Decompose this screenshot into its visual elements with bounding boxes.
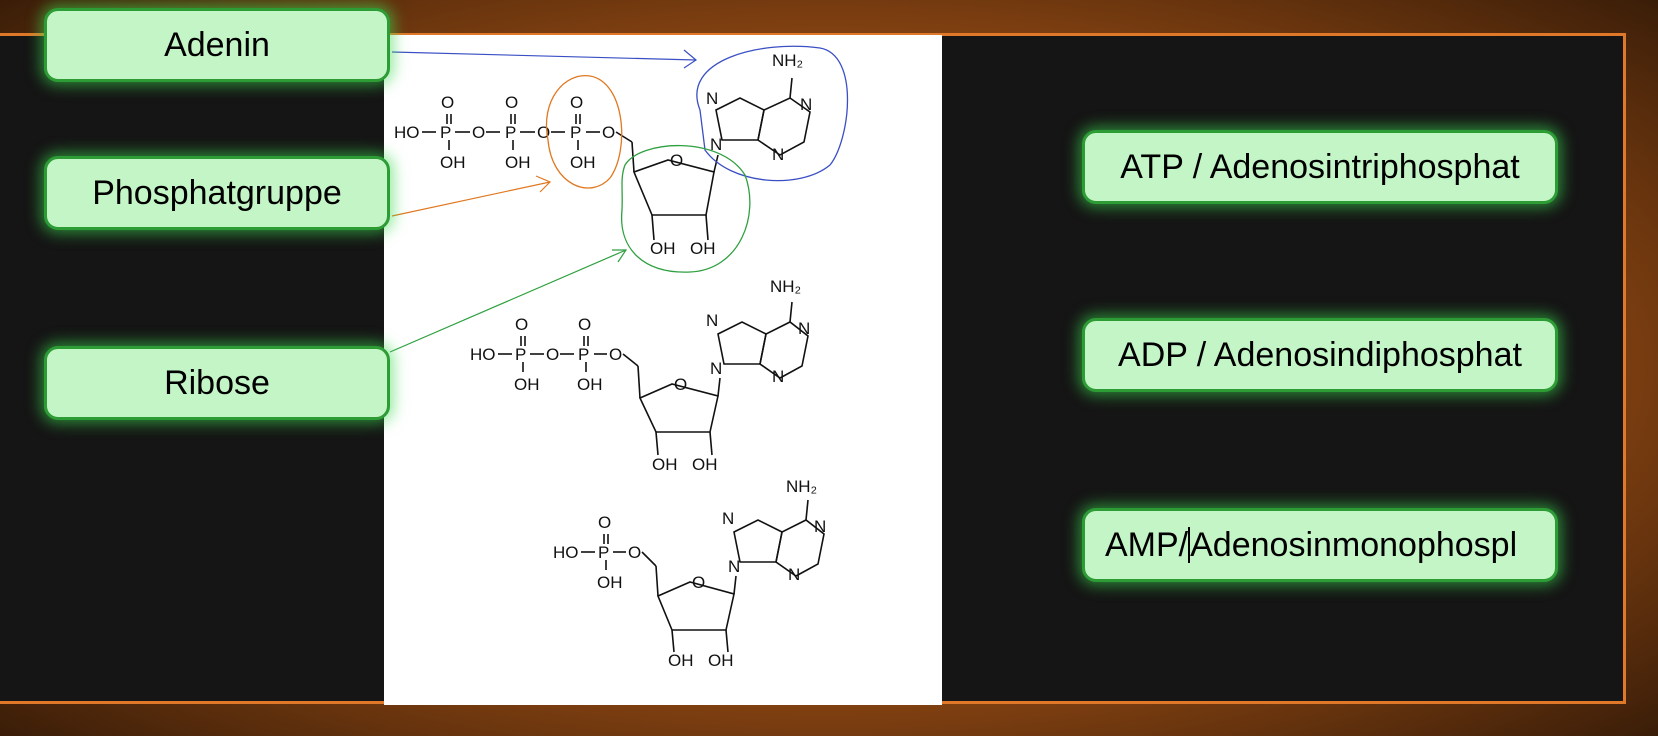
label-adp-text: ADP / Adenosindiphosphat [1118, 335, 1522, 374]
atp-n3: N [772, 145, 784, 164]
amp-p1-oh: OH [597, 573, 623, 592]
label-amp-editing[interactable]: AMP/Adenosinmonophospl [1082, 508, 1558, 582]
atp-nh2: NH₂ [772, 51, 803, 70]
atp-n1: N [800, 95, 812, 114]
atp-p2-oh: OH [505, 153, 531, 172]
adp-oh-right: OH [692, 455, 718, 474]
amp-ring-o: O [692, 573, 705, 592]
adp-oh-left: OH [652, 455, 678, 474]
adenin-arrow [391, 49, 698, 69]
label-adenin[interactable]: Adenin [44, 8, 390, 82]
label-atp-text: ATP / Adenosintriphosphat [1120, 147, 1520, 186]
label-amp-text-after: Adenosinmonophospl [1190, 525, 1518, 564]
adp-p2-o: O [578, 315, 591, 334]
adp-p1-oh: OH [514, 375, 540, 394]
label-ribose[interactable]: Ribose [44, 346, 390, 420]
adp-structure: HO P O OH O P O OH O O OH OH N N N N NH₂ [470, 277, 810, 474]
ribose-arrow [389, 249, 628, 353]
phosphate-arrow [391, 175, 552, 217]
atp-oh-left: OH [650, 239, 676, 258]
text-caret [1188, 527, 1191, 563]
atp-structure: HO P O OH O P O OH O P O OH O O OH OH [394, 51, 812, 258]
amp-oh-right: OH [708, 651, 734, 670]
ribose-marker [620, 144, 751, 273]
amp-o1: O [628, 543, 641, 562]
atp-p2-o: O [505, 93, 518, 112]
amp-n9: N [728, 557, 740, 576]
atp-p3-o: O [570, 93, 583, 112]
adp-n7: N [706, 311, 718, 330]
adp-p2-oh: OH [577, 375, 603, 394]
adp-nh2: NH₂ [770, 277, 801, 296]
amp-structure: HO P O OH O O OH OH N N N N NH₂ [553, 477, 826, 670]
amp-nh2: NH₂ [786, 477, 817, 496]
adp-o1: O [546, 345, 559, 364]
label-adp[interactable]: ADP / Adenosindiphosphat [1082, 318, 1558, 392]
amp-oh-left: OH [668, 651, 694, 670]
amp-p1: P [598, 543, 609, 562]
adp-n1: N [798, 319, 810, 338]
amp-n1: N [814, 517, 826, 536]
atp-p1-o: O [441, 93, 454, 112]
atp-n9: N [710, 135, 722, 154]
adp-n3: N [772, 367, 784, 386]
amp-n7: N [722, 509, 734, 528]
atp-ring-o: O [670, 151, 683, 170]
adp-o2: O [609, 345, 622, 364]
adp-ho: HO [470, 345, 496, 364]
amp-p1-o: O [598, 513, 611, 532]
atp-p2: P [505, 123, 516, 142]
amp-n3: N [788, 565, 800, 584]
atp-p3: P [570, 123, 581, 142]
adp-p1: P [515, 345, 526, 364]
label-ribose-text: Ribose [164, 363, 270, 402]
adenin-marker [696, 45, 849, 182]
label-amp-text-before: AMP/ [1105, 525, 1189, 564]
atp-o3: O [602, 123, 615, 142]
label-phosphatgruppe[interactable]: Phosphatgruppe [44, 156, 390, 230]
atp-oh-right: OH [690, 239, 716, 258]
adp-ring-o: O [674, 375, 687, 394]
amp-ho: HO [553, 543, 579, 562]
adp-p1-o: O [515, 315, 528, 334]
atp-ho: HO [394, 123, 420, 142]
adp-n9: N [710, 359, 722, 378]
label-adenin-text: Adenin [164, 25, 270, 64]
atp-o1: O [472, 123, 485, 142]
atp-p3-oh: OH [570, 153, 596, 172]
atp-p1: P [440, 123, 451, 142]
phosphate-marker [545, 75, 623, 189]
adp-p2: P [578, 345, 589, 364]
label-phosphatgruppe-text: Phosphatgruppe [92, 173, 342, 212]
atp-p1-oh: OH [440, 153, 466, 172]
atp-n7: N [706, 89, 718, 108]
label-atp[interactable]: ATP / Adenosintriphosphat [1082, 130, 1558, 204]
